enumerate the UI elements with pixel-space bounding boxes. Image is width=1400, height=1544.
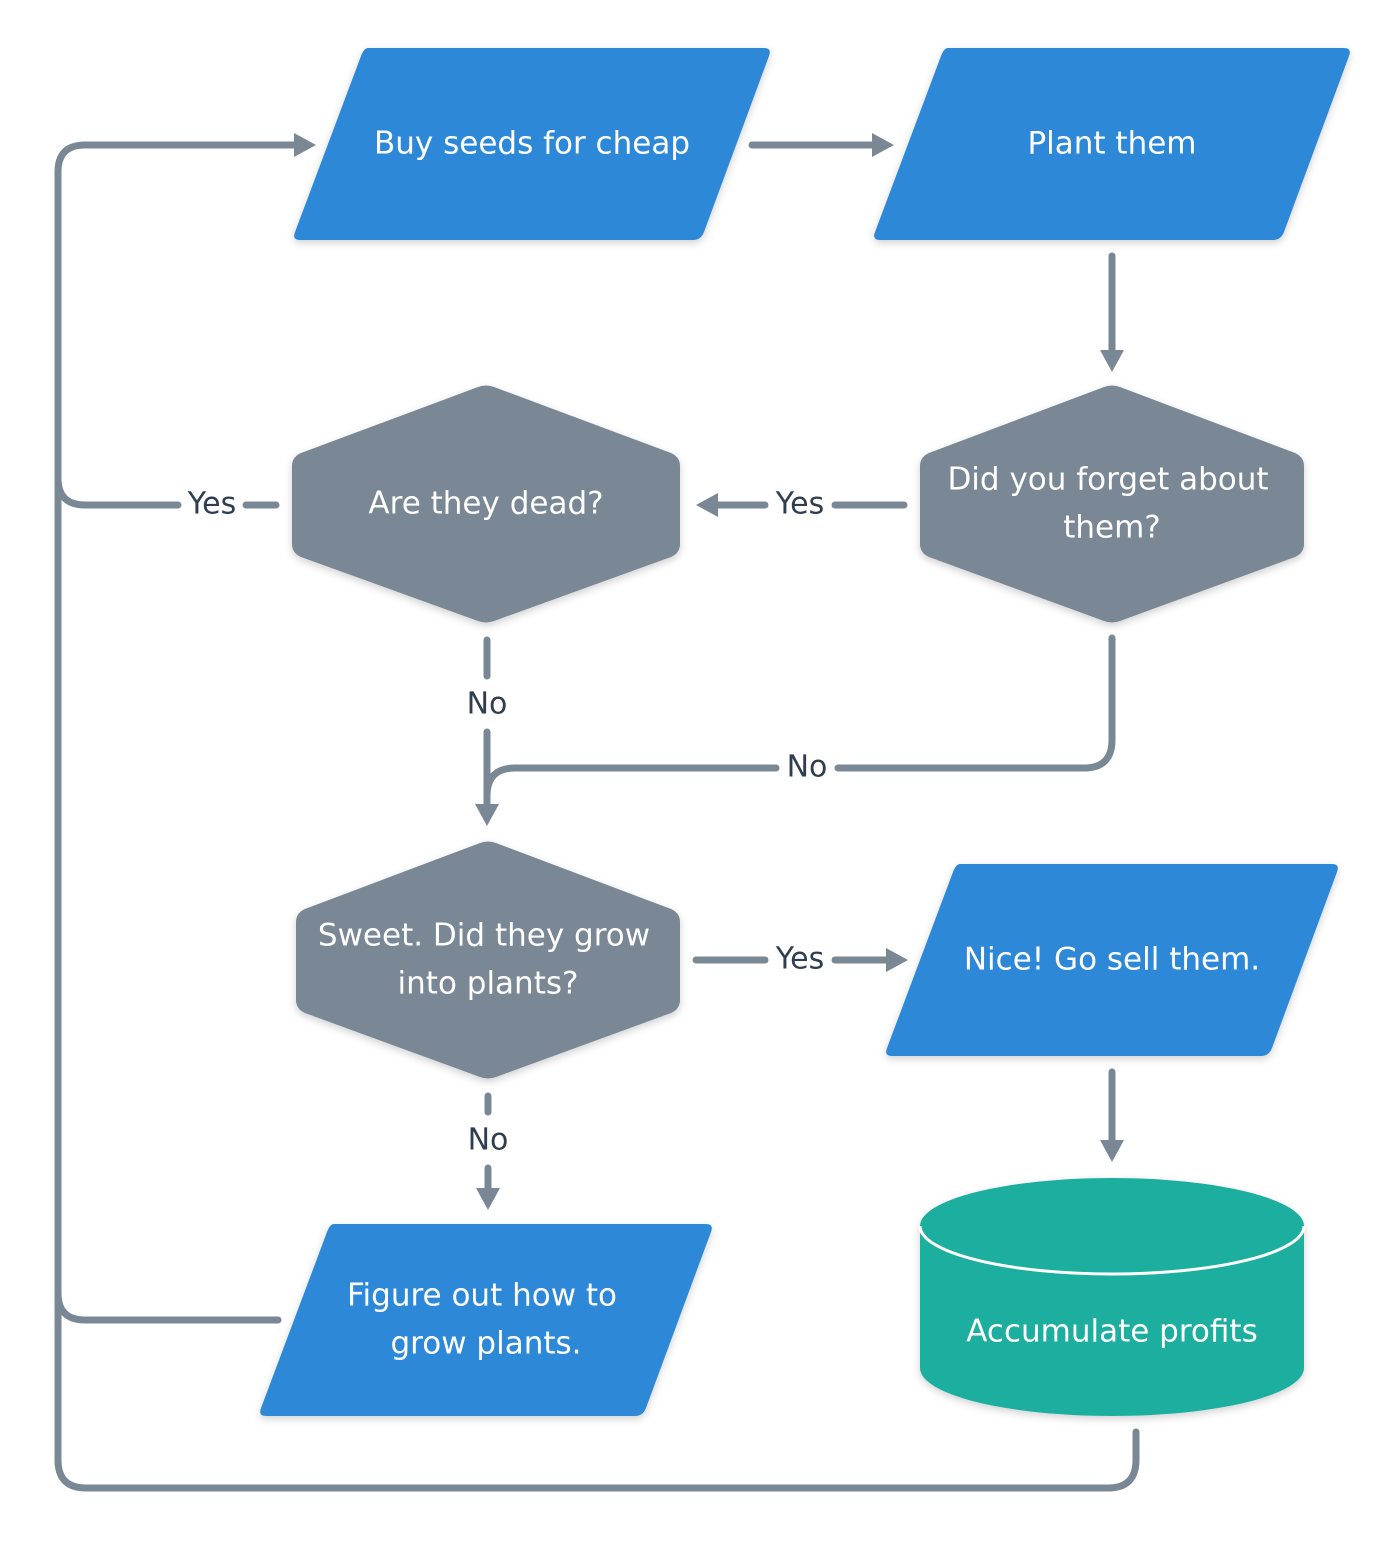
edge-label-forget-yes: Yes [775, 487, 824, 522]
node-grow-label-line1: Sweet. Did they grow [318, 918, 650, 954]
edge-label-dead-no: No [467, 687, 508, 722]
edge-label-grow-no: No [468, 1123, 509, 1158]
hexagon-shape [296, 841, 680, 1079]
node-grow-decision[interactable]: Sweet. Did they grow into plants? [296, 841, 680, 1079]
node-forget-decision[interactable]: Did you forget about them? [920, 385, 1304, 623]
node-buy-seeds[interactable]: Buy seeds for cheap [294, 48, 770, 240]
node-profits[interactable]: Accumulate profits [918, 1178, 1306, 1416]
edge-forget-to-grow-no [483, 634, 1116, 800]
nodes: Buy seeds for cheap Plant them Did you f… [260, 48, 1350, 1416]
edge-grow-to-figure-no [476, 1092, 500, 1210]
node-figure-label-line2: grow plants. [390, 1326, 581, 1362]
node-sell[interactable]: Nice! Go sell them. [886, 864, 1338, 1056]
hexagon-shape [920, 385, 1304, 623]
node-figure-label-line1: Figure out how to [347, 1278, 617, 1314]
node-figure-out[interactable]: Figure out how to grow plants. [260, 1224, 712, 1416]
cylinder-rim [918, 1225, 1306, 1276]
node-forget-label-line2: them? [1063, 510, 1161, 546]
node-dead-decision[interactable]: Are they dead? [292, 385, 680, 623]
edge-label-dead-yes: Yes [187, 487, 236, 522]
edge-buy-to-plant [748, 133, 894, 157]
hexagon-shape [292, 385, 680, 623]
cylinder-body [920, 1178, 1304, 1416]
node-dead-label: Are they dead? [368, 486, 603, 522]
node-forget-label-line1: Did you forget about [947, 462, 1268, 498]
edge-dead-to-buy-yes [54, 133, 316, 509]
edge-profits-to-loop [54, 474, 1140, 1492]
edge-plant-to-forget [1100, 252, 1124, 372]
edge-label-forget-no: No [787, 750, 828, 785]
node-plant-them-label: Plant them [1027, 126, 1196, 162]
edge-labels: Yes Yes No No Yes No [187, 487, 828, 1158]
node-plant-them[interactable]: Plant them [874, 48, 1350, 240]
node-buy-seeds-label: Buy seeds for cheap [374, 126, 690, 162]
node-sell-label: Nice! Go sell them. [964, 942, 1260, 978]
parallelogram-shape [874, 48, 1350, 240]
edges [54, 133, 1140, 1492]
edge-figure-to-loop [54, 1289, 282, 1324]
parallelogram-shape [886, 864, 1338, 1056]
edge-label-grow-yes: Yes [775, 942, 824, 977]
node-grow-label-line2: into plants? [398, 966, 579, 1002]
edge-forget-to-dead-yes [696, 493, 908, 517]
node-profits-label: Accumulate profits [966, 1314, 1257, 1350]
edge-grow-to-sell-yes [692, 948, 908, 972]
parallelogram-shape [260, 1224, 712, 1416]
edge-sell-to-profits [1100, 1068, 1124, 1162]
parallelogram-shape [294, 48, 770, 240]
